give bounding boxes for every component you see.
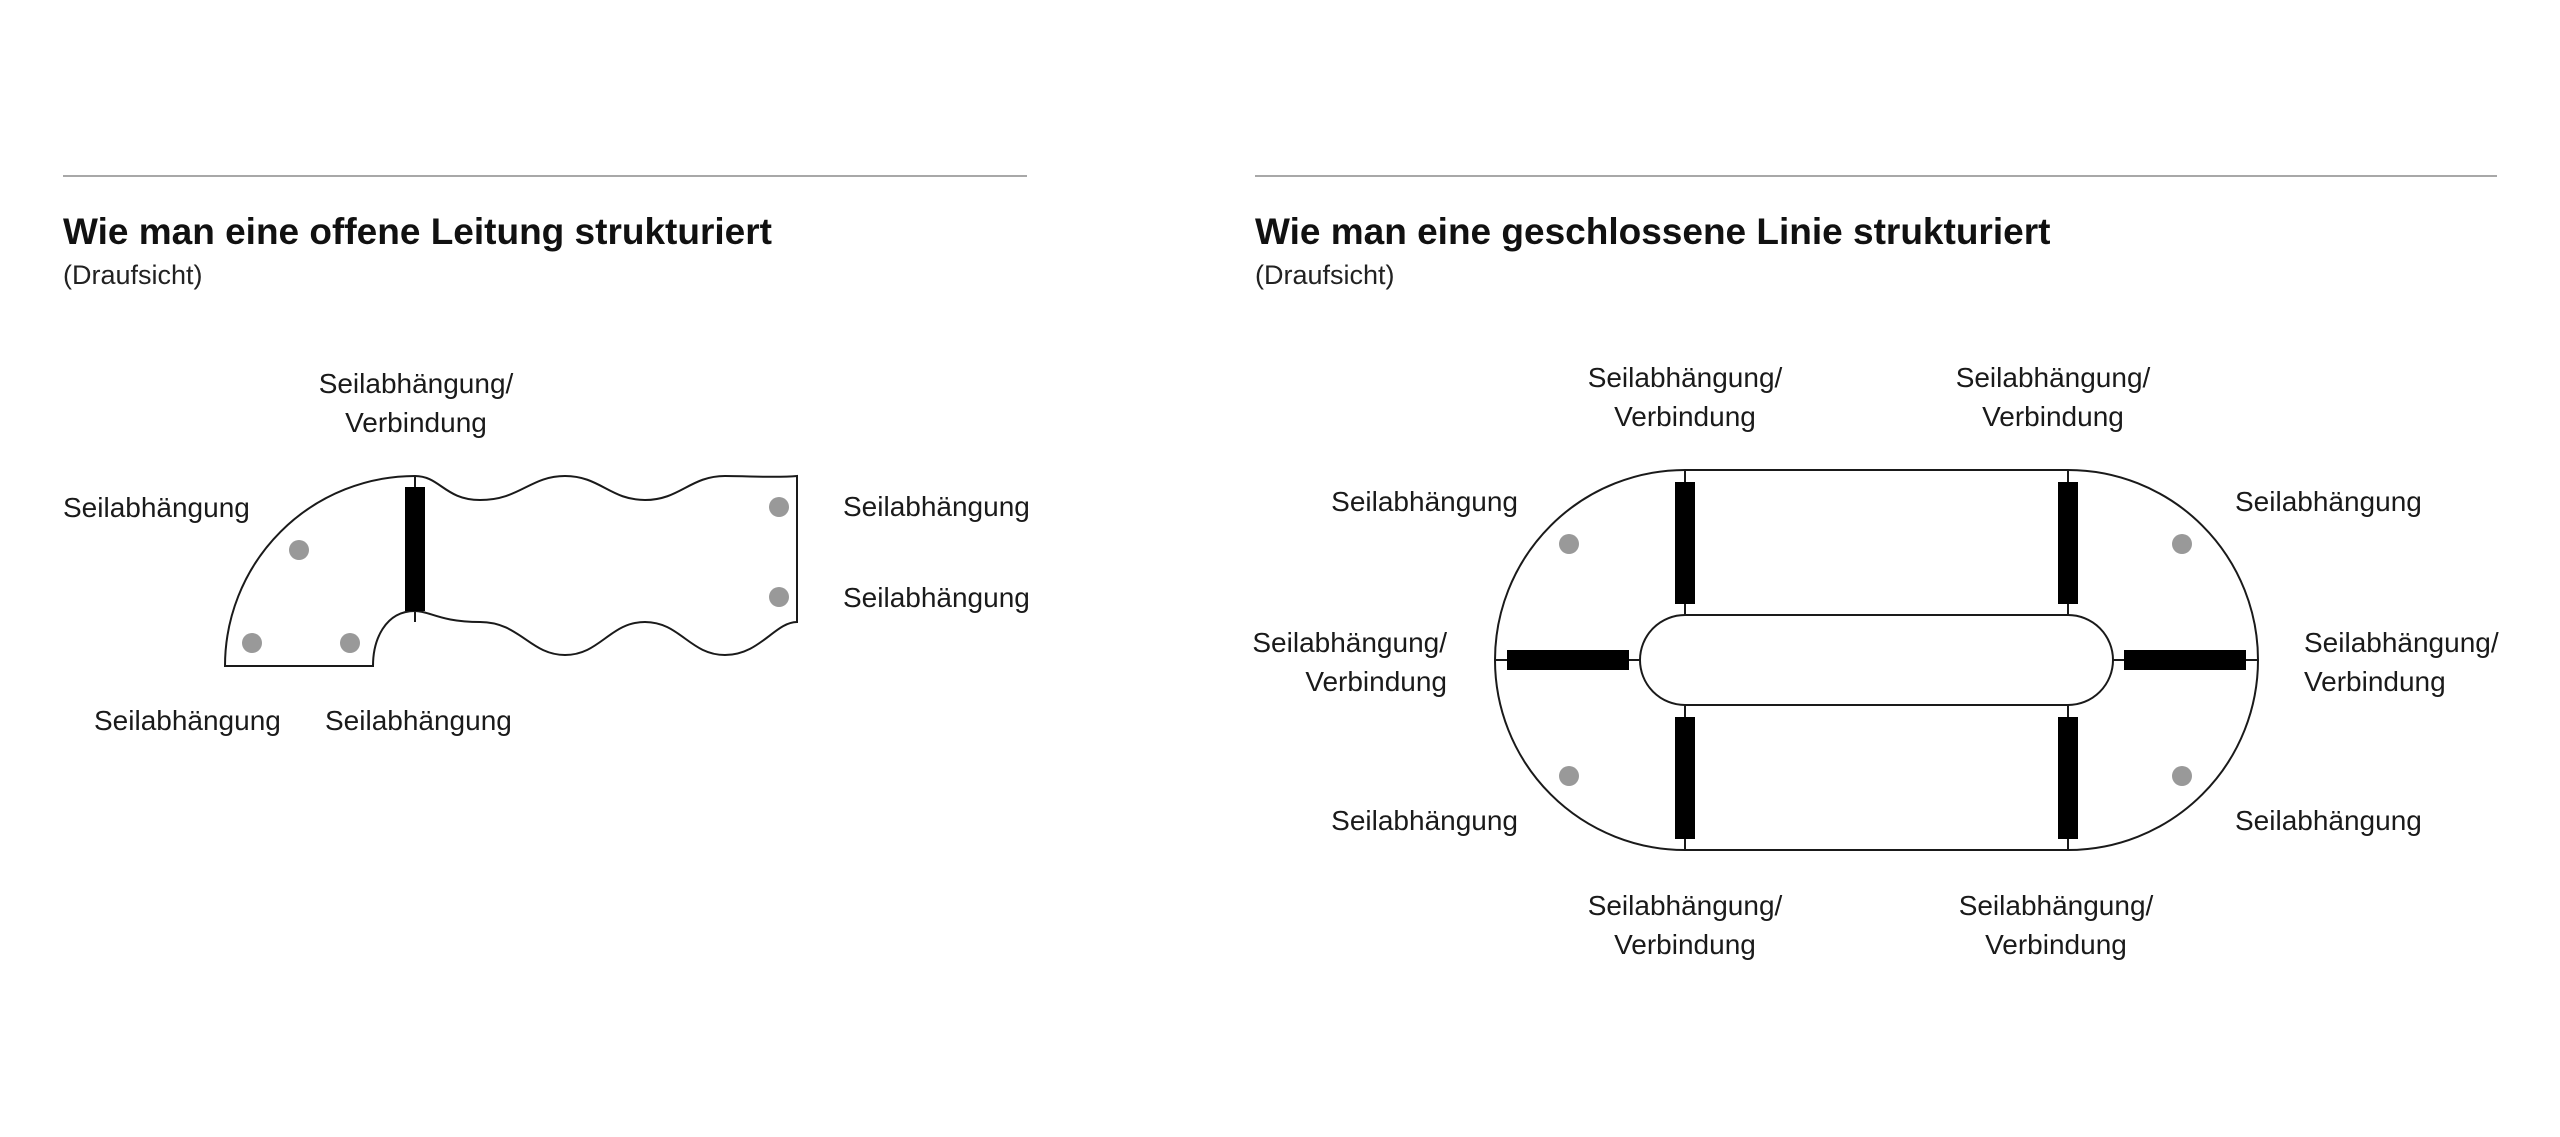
label-open-bottom-middle: Seilabhängung <box>325 705 512 736</box>
suspension-dot <box>340 633 360 653</box>
label-closed-top-left: Seilabhängung/ Verbindung <box>1587 362 1783 432</box>
closed-line-title: Wie man eine geschlossene Linie struktur… <box>1255 211 2051 252</box>
label-closed-bottom-left: Seilabhängung/ Verbindung <box>1587 890 1783 960</box>
open-line-diagram <box>223 474 798 667</box>
open-line-panel: Wie man eine offene Leitung strukturiert… <box>0 0 1150 1137</box>
label-open-right-lower: Seilabhängung <box>843 582 1030 613</box>
suspension-dot <box>2172 534 2192 554</box>
suspension-dot <box>769 497 789 517</box>
closed-line-subtitle: (Draufsicht) <box>1255 260 1395 290</box>
closed-connector-left <box>1507 650 1629 670</box>
label-closed-upper-left: Seilabhängung <box>1331 486 1518 517</box>
closed-connector-right <box>2124 650 2246 670</box>
section-divider <box>1255 175 2497 177</box>
label-open-left: Seilabhängung <box>63 492 250 523</box>
label-closed-lower-left: Seilabhängung <box>1331 805 1518 836</box>
open-line-title: Wie man eine offene Leitung strukturiert <box>63 211 772 252</box>
closed-connector-bottom-left <box>1675 717 1695 839</box>
label-closed-mid-left: Seilabhängung/ Verbindung <box>1252 627 1447 697</box>
section-divider <box>63 175 1027 177</box>
closed-connector-bottom-right <box>2058 717 2078 839</box>
label-closed-lower-right: Seilabhängung <box>2235 805 2422 836</box>
label-open-right-upper: Seilabhängung <box>843 491 1030 522</box>
suspension-dot <box>242 633 262 653</box>
label-open-top: Seilabhängung/ Verbindung <box>318 368 514 438</box>
label-closed-bottom-right: Seilabhängung/ Verbindung <box>1958 890 2154 960</box>
suspension-dot <box>769 587 789 607</box>
label-closed-upper-right: Seilabhängung <box>2235 486 2422 517</box>
suspension-dot <box>1559 534 1579 554</box>
suspension-dot <box>289 540 309 560</box>
closed-connector-top-right <box>2058 482 2078 604</box>
open-line-subtitle: (Draufsicht) <box>63 260 203 290</box>
label-closed-mid-right: Seilabhängung/ Verbindung <box>2304 627 2499 697</box>
closed-inner-outline <box>1639 614 2114 706</box>
suspension-dot <box>1559 766 1579 786</box>
label-closed-top-right: Seilabhängung/ Verbindung <box>1955 362 2151 432</box>
closed-connector-top-left <box>1675 482 1695 604</box>
label-open-bottom-left: Seilabhängung <box>94 705 281 736</box>
suspension-dot <box>2172 766 2192 786</box>
open-connector-bar <box>405 487 425 611</box>
